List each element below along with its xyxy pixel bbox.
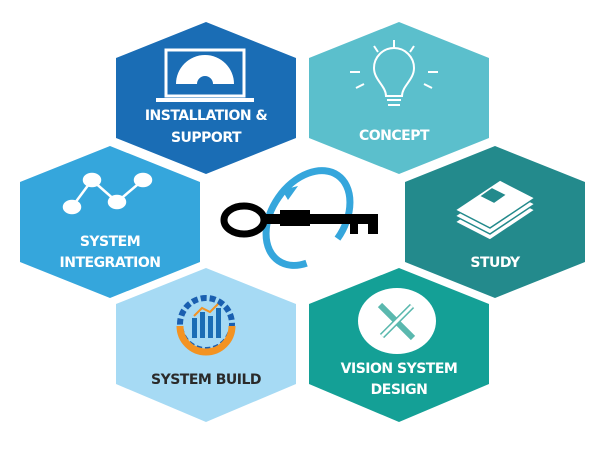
hex-shape (20, 146, 200, 298)
hex-concept: CONCEPT (309, 22, 489, 174)
hex-build: SYSTEM BUILD (116, 268, 296, 422)
cycle-arrow (262, 167, 354, 269)
label-line-2: DESIGN (371, 382, 428, 398)
key-collar (280, 210, 310, 226)
hex-vision: VISION SYSTEM DESIGN (309, 268, 489, 422)
hex-installation: INSTALLATION & SUPPORT (116, 22, 296, 174)
key-bow (220, 202, 268, 238)
books-icon (453, 179, 537, 241)
hex-study: STUDY (405, 146, 585, 298)
hex-shape (116, 268, 296, 422)
label-line-1: SYSTEM (80, 234, 140, 250)
label-line-1: SYSTEM BUILD (151, 372, 261, 388)
label-line-1: INSTALLATION & (145, 108, 268, 124)
key-tooth (350, 220, 358, 234)
lightbulb-icon (350, 40, 438, 106)
label-line-2: SUPPORT (171, 130, 242, 146)
hex-integration: SYSTEM INTEGRATION (20, 146, 200, 298)
hex-shape (309, 22, 489, 174)
pencil-ruler-icon (358, 288, 436, 354)
arrow-head (282, 186, 298, 200)
gear-chart-icon (176, 295, 236, 356)
label-line-1: CONCEPT (359, 128, 430, 144)
label-line-2: INTEGRATION (60, 255, 161, 271)
label-line-1: STUDY (470, 255, 521, 271)
key-shaft (264, 214, 378, 224)
laptop-gear-icon (156, 48, 254, 102)
key-cycle-icon (220, 167, 378, 269)
key-tooth (368, 220, 378, 234)
line-graph-icon (62, 172, 153, 215)
label-line-1: VISION SYSTEM (341, 361, 458, 377)
